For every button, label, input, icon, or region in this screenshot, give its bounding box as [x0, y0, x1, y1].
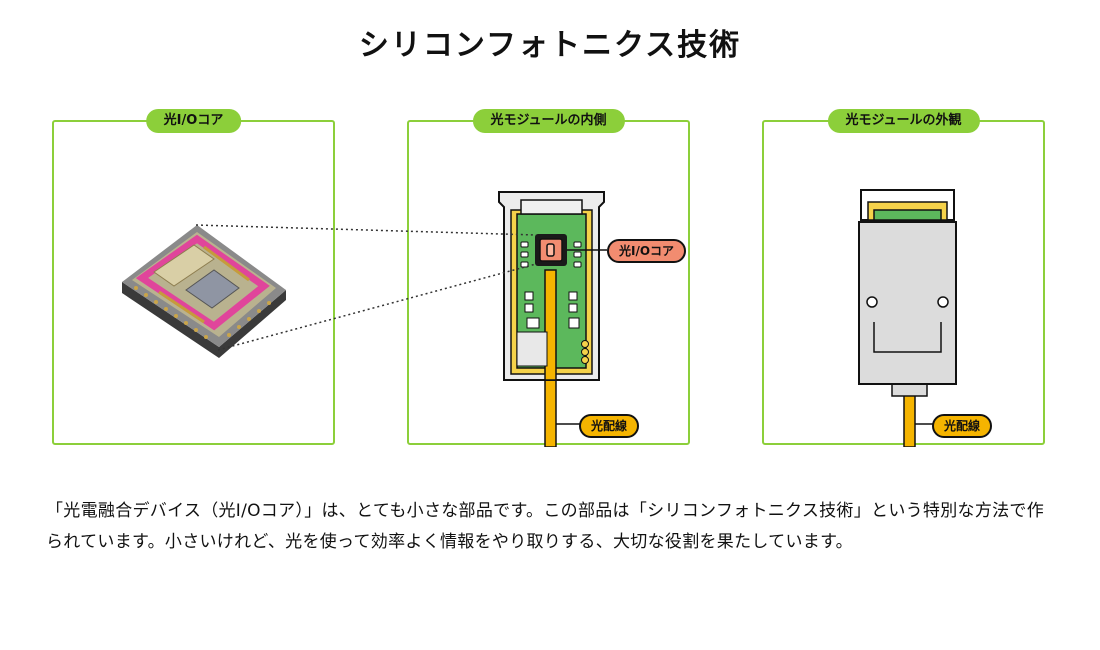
panel-module-exterior: 光モジュールの外観 光配線	[762, 109, 1045, 447]
module-inside-illustration	[498, 191, 607, 447]
optical-wire	[903, 391, 916, 447]
panel-label: 光モジュールの内側	[472, 109, 625, 133]
module-exterior-illustration	[858, 189, 957, 447]
description-text: 「光電融合デバイス（光I/Oコア）」は、とても小さな部品です。この部品は「シリコ…	[46, 501, 1045, 552]
callout-optical-wire: 光配線	[932, 414, 993, 438]
panel-optical-io-core: 光I/Oコア	[52, 109, 335, 445]
panel-module-inside: 光モジュールの内側	[407, 109, 690, 447]
callout-optical-core: 光I/Oコア	[607, 239, 687, 263]
chip-illustration	[122, 225, 286, 358]
callout-optical-wire: 光配線	[579, 414, 640, 438]
panel-label: 光モジュールの外観	[827, 109, 980, 133]
page-title: シリコンフォトニクス技術	[358, 28, 742, 63]
panel-label: 光I/Oコア	[145, 109, 242, 133]
module-body	[858, 221, 957, 385]
